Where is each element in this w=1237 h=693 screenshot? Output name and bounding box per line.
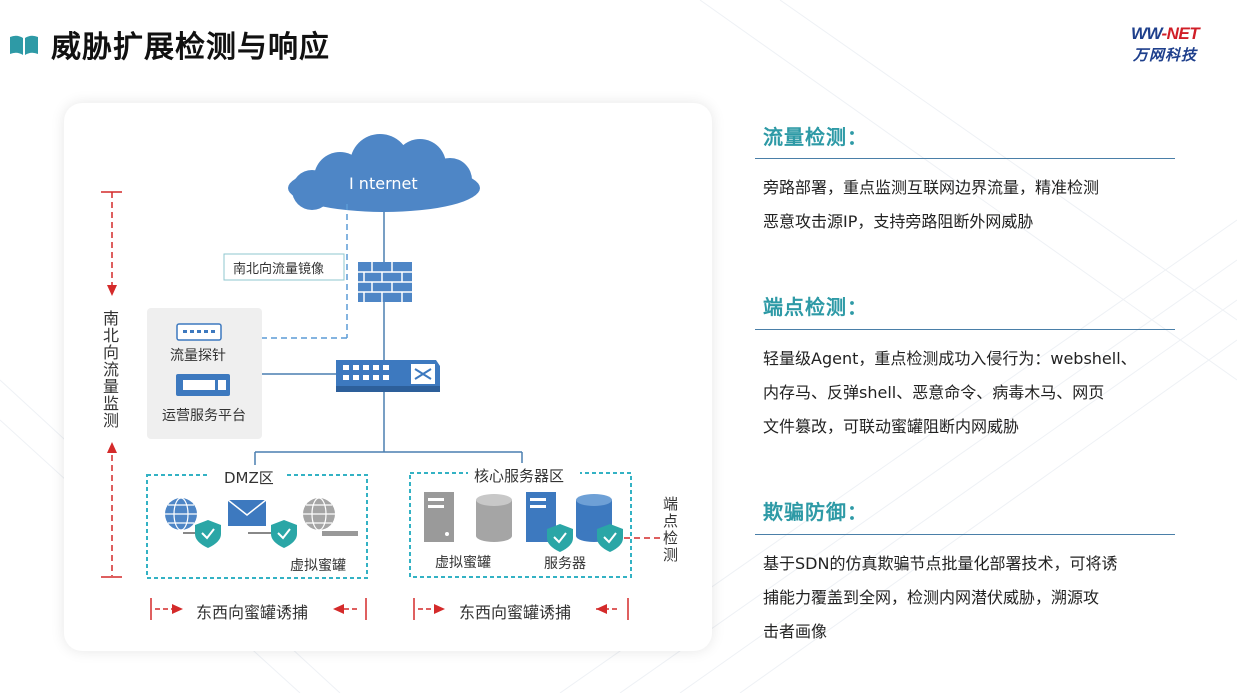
section-line: 文件篡改，可联动蜜罐阻断内网威胁 <box>763 417 1020 436</box>
section-endpoint-body: 轻量级Agent，重点检测成功入侵行为：webshell、 内存马、反弹shel… <box>763 342 1183 444</box>
page-title: 威胁扩展检测与响应 <box>51 30 330 65</box>
ns-monitor-label: 南北向流量监测 <box>103 309 120 430</box>
traffic-probe-icon <box>176 323 222 341</box>
ops-platform-icon <box>176 374 230 396</box>
logo-text-a: WW <box>1131 24 1162 43</box>
section-divider <box>755 534 1175 535</box>
core-server-label: 服务器 <box>544 556 586 572</box>
shield-icon <box>271 520 297 548</box>
section-line: 击者画像 <box>763 622 828 641</box>
ops-platform-label: 运营服务平台 <box>162 408 246 424</box>
shield-icon <box>597 524 623 552</box>
core-zone-box <box>409 472 632 578</box>
dmz-honeypot-label: 虚拟蜜罐 <box>290 558 346 574</box>
endpoint-detect-label: 端点检测 <box>663 495 679 564</box>
section-deception-title: 欺骗防御： <box>763 500 868 524</box>
internet-label: I nternet <box>349 174 418 193</box>
section-traffic-body: 旁路部署，重点监测互联网边界流量，精准检测 恶意攻击源IP，支持旁路阻断外网威胁 <box>763 171 1183 239</box>
section-traffic-title: 流量检测： <box>763 125 868 149</box>
ew-trap-left-label: 东西向蜜罐诱捕 <box>196 603 309 622</box>
section-divider <box>755 329 1175 330</box>
globe-icon <box>165 497 197 531</box>
dmz-zone-label: DMZ区 <box>224 469 274 487</box>
section-line: 恶意攻击源IP，支持旁路阻断外网威胁 <box>763 212 1034 231</box>
book-icon <box>10 35 38 55</box>
core-zone-label: 核心服务器区 <box>474 467 565 485</box>
core-honeypot-label: 虚拟蜜罐 <box>435 555 491 571</box>
ew-trap-right-label: 东西向蜜罐诱捕 <box>459 603 572 622</box>
mirror-label: 南北向流量镜像 <box>233 262 325 277</box>
honeypot-database-icon <box>476 494 512 542</box>
honeypot-globe-icon <box>303 497 335 531</box>
section-line: 旁路部署，重点监测互联网边界流量，精准检测 <box>763 178 1100 197</box>
internet-cloud-icon <box>288 134 480 212</box>
company-logo: WW-NET 万网科技 <box>1131 24 1216 64</box>
shield-icon <box>195 520 221 548</box>
section-line: 基于SDN的仿真欺骗节点批量化部署技术，可将诱 <box>763 554 1118 573</box>
section-line: 捕能力覆盖到全网，检测内网潜伏威胁，溯源攻 <box>763 588 1100 607</box>
section-line: 轻量级Agent，重点检测成功入侵行为：webshell、 <box>763 349 1137 368</box>
network-switch-icon <box>336 360 440 392</box>
section-deception-body: 基于SDN的仿真欺骗节点批量化部署技术，可将诱 捕能力覆盖到全网，检测内网潜伏威… <box>763 547 1183 649</box>
probe-panel <box>147 308 262 439</box>
section-line: 内存马、反弹shell、恶意命令、病毒木马、网页 <box>763 383 1105 402</box>
firewall-icon <box>358 262 412 302</box>
section-divider <box>755 158 1175 159</box>
probe-label: 流量探针 <box>170 348 226 364</box>
mail-icon <box>227 499 267 526</box>
logo-subtitle: 万网科技 <box>1133 46 1198 64</box>
logo-text-b: -NET <box>1161 24 1200 43</box>
section-endpoint-title: 端点检测： <box>763 295 868 319</box>
shield-icon <box>547 524 573 552</box>
honeypot-server-icon <box>424 492 454 542</box>
